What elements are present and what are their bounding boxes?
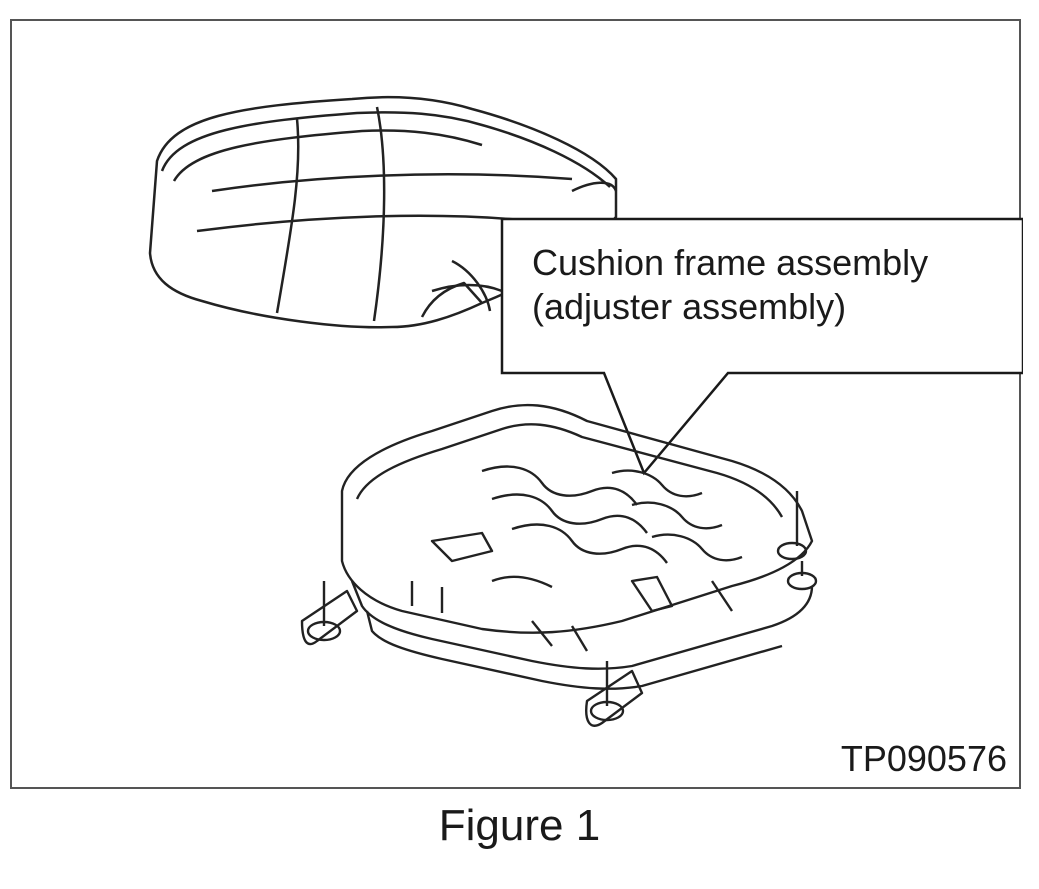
- figure-code: TP090576: [840, 738, 1007, 779]
- diagram-illustration: [148, 95, 1023, 727]
- figure-frame: Cushion frame assembly (adjuster assembl…: [10, 19, 1023, 789]
- callout-box: [500, 217, 1023, 476]
- callout-line-2: (adjuster assembly): [532, 286, 847, 327]
- callout-label: Cushion frame assembly (adjuster assembl…: [532, 241, 1012, 329]
- cushion-frame-assembly: [300, 403, 818, 727]
- callout-line-1: Cushion frame assembly: [532, 242, 929, 283]
- figure-caption: Figure 1: [438, 801, 601, 850]
